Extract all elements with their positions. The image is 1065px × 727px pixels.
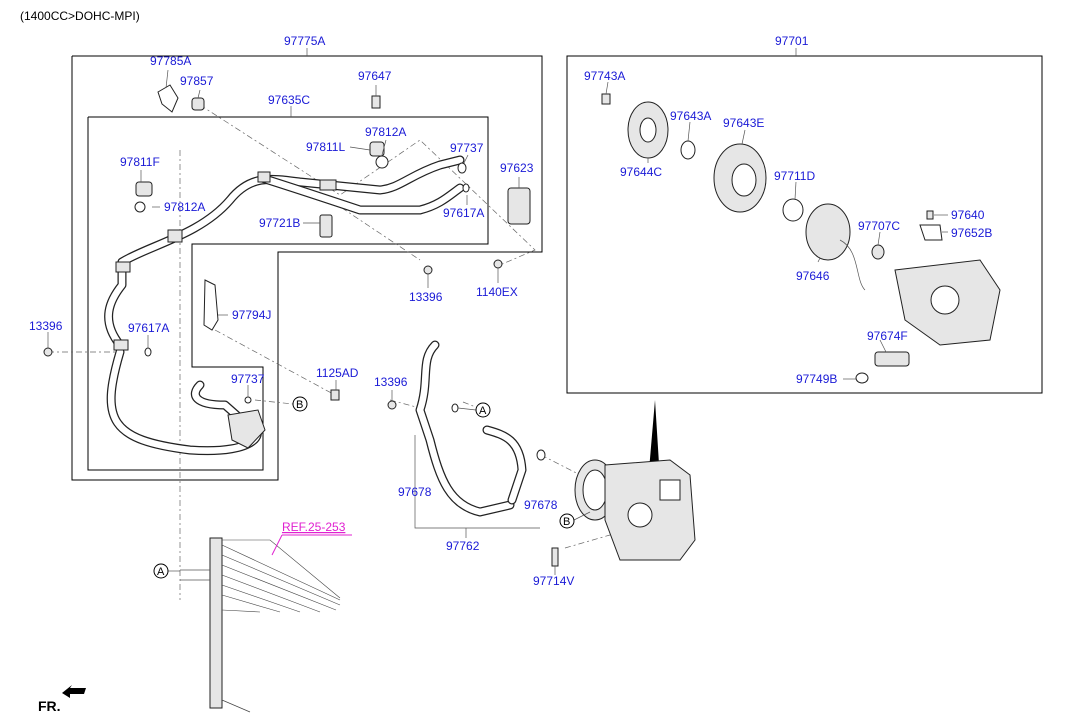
bolt-97640-icon bbox=[926, 210, 934, 220]
part-label-97794J[interactable]: 97794J bbox=[232, 308, 271, 322]
cap-97811L-icon bbox=[369, 141, 385, 157]
part-label-97678-right[interactable]: 97678 bbox=[524, 498, 558, 512]
bolt-1140EX-icon bbox=[493, 259, 503, 269]
bolt-97647-icon bbox=[371, 95, 381, 109]
part-label-97737-low[interactable]: 97737 bbox=[231, 372, 265, 386]
leader-lines bbox=[47, 69, 948, 401]
front-direction-indicator: FR. bbox=[38, 685, 86, 714]
bracket-97794J-icon bbox=[203, 279, 219, 331]
valve-97674F-icon bbox=[874, 351, 910, 367]
group-frame-97701 bbox=[566, 55, 1043, 394]
part-label-97711D[interactable]: 97711D bbox=[774, 169, 815, 183]
hose-fitting bbox=[115, 261, 131, 273]
part-label-97775A[interactable]: 97775A bbox=[284, 34, 325, 48]
part-label-97635C[interactable]: 97635C bbox=[268, 93, 310, 107]
part-label-97749B[interactable]: 97749B bbox=[796, 372, 837, 386]
snap-ring-97711D-icon bbox=[782, 198, 804, 222]
callout-b-hose[interactable]: B bbox=[292, 396, 308, 412]
muffler-part bbox=[227, 409, 266, 449]
oring-97812A-left-icon bbox=[134, 201, 146, 213]
suction-pipe bbox=[104, 155, 465, 350]
hose-fitting bbox=[113, 339, 129, 351]
oring-97812A-icon bbox=[375, 155, 389, 169]
part-label-97714V[interactable]: 97714V bbox=[533, 574, 574, 588]
oring-97737-icon bbox=[457, 162, 467, 174]
part-label-13396-left[interactable]: 13396 bbox=[29, 319, 63, 333]
bracket-97652B-icon bbox=[919, 224, 943, 241]
oring-97617A-left-icon bbox=[144, 347, 152, 357]
part-label-97674F[interactable]: 97674F bbox=[867, 329, 908, 343]
receiver-drier-97623-icon bbox=[507, 187, 531, 225]
part-label-97785A[interactable]: 97785A bbox=[150, 54, 191, 68]
cap-97811F-icon bbox=[135, 181, 153, 197]
oring-97617A-icon bbox=[462, 183, 470, 193]
part-label-97701[interactable]: 97701 bbox=[775, 34, 809, 48]
svg-text:A: A bbox=[157, 566, 165, 578]
part-label-97644C[interactable]: 97644C bbox=[620, 165, 662, 179]
callout-b-compressor[interactable]: B bbox=[559, 511, 591, 529]
bolt-97743A-icon bbox=[601, 93, 611, 105]
part-label-97617A-left[interactable]: 97617A bbox=[128, 321, 169, 335]
bolt-1125AD-icon bbox=[330, 389, 340, 401]
cap-97857-icon bbox=[191, 97, 205, 111]
callout-a-hose[interactable]: A bbox=[457, 402, 491, 418]
svg-text:A: A bbox=[479, 405, 487, 417]
part-label-1140EX[interactable]: 1140EX bbox=[476, 285, 518, 299]
group-frame-97635C bbox=[87, 116, 489, 471]
compressor-main bbox=[574, 400, 696, 561]
nut-13396-left-icon bbox=[43, 347, 53, 357]
hose-97762 bbox=[415, 340, 527, 517]
part-label-97646[interactable]: 97646 bbox=[796, 269, 830, 283]
nut-13396-low-icon bbox=[387, 400, 397, 410]
part-label-97721B[interactable]: 97721B bbox=[259, 216, 300, 230]
part-label-97857[interactable]: 97857 bbox=[180, 74, 214, 88]
svg-text:B: B bbox=[296, 399, 303, 411]
engine-spec-label: (1400CC>DOHC-MPI) bbox=[20, 9, 140, 23]
clip-97785A-icon bbox=[157, 84, 179, 113]
part-label-97623[interactable]: 97623 bbox=[500, 161, 534, 175]
part-label-13396-mid[interactable]: 13396 bbox=[409, 290, 443, 304]
valve-97707C-icon bbox=[871, 244, 885, 260]
hose-fitting bbox=[319, 179, 337, 191]
part-label-97737-top[interactable]: 97737 bbox=[450, 141, 484, 155]
part-label-97812A-left[interactable]: 97812A bbox=[164, 200, 205, 214]
oring-97749B-icon bbox=[855, 372, 869, 384]
reference-lines bbox=[48, 104, 611, 600]
snap-ring-97643A-icon bbox=[680, 140, 696, 160]
oring-97678-icon bbox=[451, 403, 459, 413]
callout-a-condenser[interactable]: A bbox=[153, 563, 180, 579]
condenser bbox=[180, 537, 341, 713]
oring-97737-low-icon bbox=[244, 396, 252, 404]
part-label-97812A-top[interactable]: 97812A bbox=[365, 125, 406, 139]
part-label-97617A-right[interactable]: 97617A bbox=[443, 206, 484, 220]
bolt-97714V-icon bbox=[551, 547, 559, 567]
arrow-icon bbox=[62, 685, 86, 698]
oring-97678-right-icon bbox=[536, 449, 546, 461]
part-label-97652B[interactable]: 97652B bbox=[951, 226, 992, 240]
hose-assembly-group: 97775A bbox=[71, 34, 543, 481]
part-label-97743A[interactable]: 97743A bbox=[584, 69, 625, 83]
part-label-13396-low[interactable]: 13396 bbox=[374, 375, 408, 389]
field-coil-97646-icon bbox=[805, 203, 851, 261]
svg-text:B: B bbox=[563, 516, 570, 528]
hose-fitting bbox=[257, 171, 271, 183]
nut-13396-icon bbox=[423, 265, 433, 275]
hose-fitting bbox=[167, 229, 183, 243]
part-label-97678-left[interactable]: 97678 bbox=[398, 485, 432, 499]
part-label-97762[interactable]: 97762 bbox=[446, 539, 480, 553]
part-label-97811L[interactable]: 97811L bbox=[306, 140, 345, 154]
group-frame-97775A bbox=[71, 55, 543, 481]
part-label-1125AD[interactable]: 1125AD bbox=[316, 366, 359, 380]
front-label: FR. bbox=[38, 698, 61, 714]
part-label-97643A[interactable]: 97643A bbox=[670, 109, 711, 123]
part-label-97647[interactable]: 97647 bbox=[358, 69, 392, 83]
part-label-97707C[interactable]: 97707C bbox=[858, 219, 900, 233]
reference-link-25-253[interactable]: REF.25-253 bbox=[282, 520, 346, 534]
switch-97721B-icon bbox=[319, 214, 333, 238]
part-label-97811F[interactable]: 97811F bbox=[120, 155, 160, 169]
part-label-97640[interactable]: 97640 bbox=[951, 208, 985, 222]
part-label-97643E[interactable]: 97643E bbox=[723, 116, 764, 130]
